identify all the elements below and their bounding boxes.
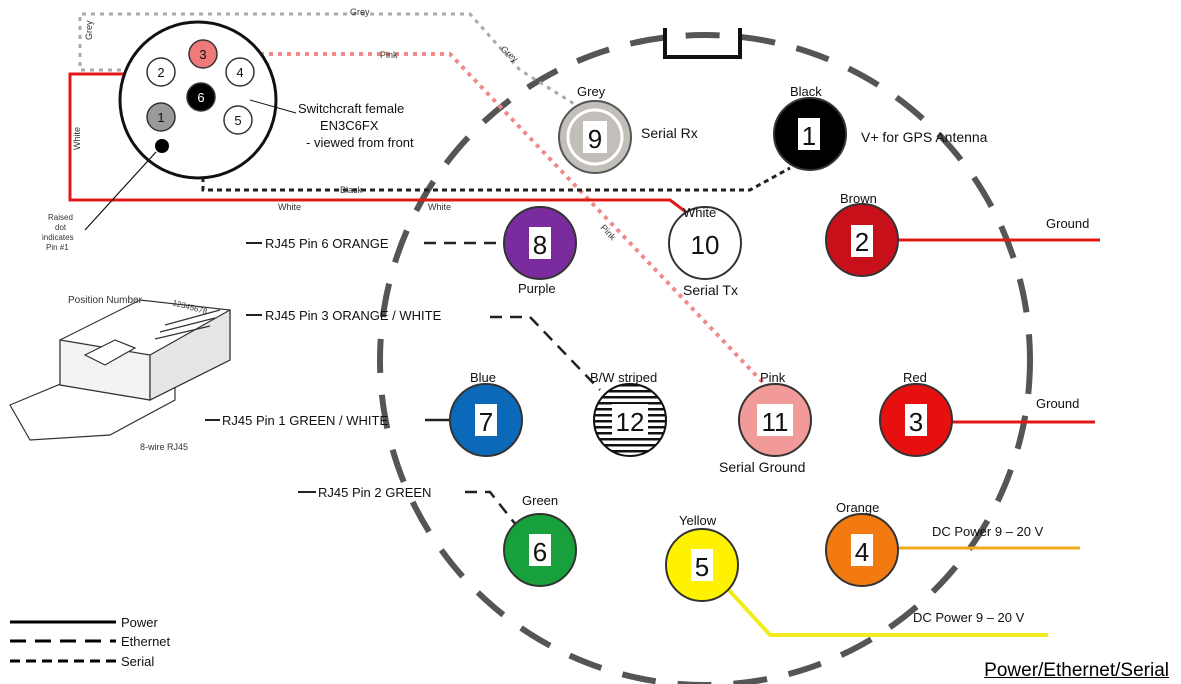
connector-outline bbox=[377, 32, 1033, 684]
connector-view: - viewed from front bbox=[306, 135, 414, 150]
connector-title: Switchcraft female bbox=[298, 101, 404, 116]
pin-9-color: Grey bbox=[577, 84, 606, 99]
pin-1-number: 1 bbox=[802, 121, 816, 151]
pin-4-number: 4 bbox=[855, 537, 869, 567]
eth-line-pin6 bbox=[465, 490, 521, 531]
pin-3-color: Red bbox=[903, 370, 927, 385]
pin-10-color: White bbox=[683, 205, 716, 220]
pin-6-number: 6 bbox=[533, 537, 547, 567]
footer-link[interactable]: Power/Ethernet/Serial bbox=[984, 660, 1169, 681]
pin-12-number: 12 bbox=[616, 407, 645, 437]
connector-pin-5-label: 5 bbox=[234, 113, 241, 128]
pin-2-number: 2 bbox=[855, 227, 869, 257]
note-line-2: dot bbox=[55, 223, 67, 232]
pin-9-function: Serial Rx bbox=[641, 125, 698, 141]
connector-pin-3-label: 3 bbox=[199, 47, 206, 62]
wire-label-grey-left: Grey bbox=[84, 20, 94, 40]
rj45-caption: 8-wire RJ45 bbox=[140, 442, 188, 452]
wire-label-pink-top: Pink bbox=[380, 50, 398, 60]
pin-9-ring bbox=[566, 108, 624, 166]
pin-12-color: B/W striped bbox=[590, 370, 657, 385]
pin-6-number-box bbox=[529, 534, 551, 566]
pin-1-function: V+ for GPS Antenna bbox=[861, 129, 988, 145]
wire-label-white-a: White bbox=[278, 202, 301, 212]
note-line-4: Pin #1 bbox=[46, 243, 69, 252]
connector-callout-line bbox=[249, 99, 297, 114]
pin-8-color: Purple bbox=[518, 281, 556, 296]
connector-pin-2-label: 2 bbox=[157, 65, 164, 80]
pin-1-number-box bbox=[798, 118, 820, 150]
note-line-3: indicates bbox=[42, 233, 74, 242]
pin-12-number-box bbox=[612, 404, 648, 436]
pin-3-number-box bbox=[905, 404, 927, 436]
pin-11-color: Pink bbox=[760, 370, 786, 385]
connector-pin-6-label: 6 bbox=[197, 90, 204, 105]
pin-10-number: 10 bbox=[691, 230, 720, 260]
wire-label-grey-diag: Grey bbox=[499, 44, 521, 65]
pin-5-number: 5 bbox=[695, 552, 709, 582]
rj45-pin6-label: RJ45 Pin 6 ORANGE bbox=[265, 236, 389, 251]
pin3-ground-label: Ground bbox=[1036, 396, 1079, 411]
rj45-position-label: Position Number bbox=[68, 295, 143, 306]
pin-7-color: Blue bbox=[470, 370, 496, 385]
pin5-power-label: DC Power 9 – 20 V bbox=[913, 610, 1025, 625]
connector-pin-1 bbox=[146, 102, 176, 132]
legend-power-label: Power bbox=[121, 615, 159, 630]
pin-10-circle bbox=[668, 206, 742, 280]
pin4-power-label: DC Power 9 – 20 V bbox=[932, 524, 1044, 539]
note-arrow bbox=[84, 151, 157, 231]
pin-4-number-box bbox=[851, 534, 873, 566]
wire-label-black: Black bbox=[340, 185, 363, 195]
pin-7-number: 7 bbox=[479, 407, 493, 437]
wire-label-white-b: White bbox=[428, 202, 451, 212]
pin-11-function: Serial Ground bbox=[719, 459, 805, 475]
raised-dot bbox=[155, 139, 169, 153]
connector-pin-4-label: 4 bbox=[236, 65, 243, 80]
connector-pin-4 bbox=[225, 57, 255, 87]
rj45-pin3-label: RJ45 Pin 3 ORANGE / WHITE bbox=[265, 308, 442, 323]
connector-pin-1-label: 1 bbox=[157, 110, 164, 125]
pin-8-number: 8 bbox=[533, 230, 547, 260]
rj45-pin1-label: RJ45 Pin 1 GREEN / WHITE bbox=[222, 413, 388, 428]
connector-pin-6 bbox=[186, 82, 216, 112]
wire-pink bbox=[215, 52, 772, 392]
rj45-plug-drawing bbox=[9, 299, 231, 441]
pin-9-number-box bbox=[583, 121, 607, 153]
wire-label-pink-diag: Pink bbox=[599, 223, 619, 243]
note-line-1: Raised bbox=[48, 213, 73, 222]
pin-1-color: Black bbox=[790, 84, 822, 99]
connector-model: EN3C6FX bbox=[320, 118, 379, 133]
eth-line-pin12 bbox=[490, 315, 601, 391]
pin-2-number-box bbox=[851, 225, 873, 257]
pin-11-number-box bbox=[757, 404, 793, 436]
wire-pin5-power bbox=[725, 586, 1048, 637]
pin-11-number: 11 bbox=[762, 407, 789, 437]
connector-pin-5 bbox=[223, 105, 253, 135]
rj45-pin2-label: RJ45 Pin 2 GREEN bbox=[318, 485, 431, 500]
legend-serial-label: Serial bbox=[121, 654, 154, 669]
pin-6-color: Green bbox=[522, 493, 558, 508]
pin-5-color: Yellow bbox=[679, 513, 717, 528]
pin-8-number-box bbox=[529, 227, 551, 259]
pin-2-color: Brown bbox=[840, 191, 877, 206]
pin-5-number-box bbox=[691, 549, 713, 581]
wire-white bbox=[68, 72, 691, 217]
pin-10-function: Serial Tx bbox=[683, 282, 738, 298]
wire-black bbox=[201, 105, 791, 192]
connector-pin-2 bbox=[146, 57, 176, 87]
pin-3-number: 3 bbox=[909, 407, 923, 437]
wire-label-white-left: White bbox=[72, 127, 82, 150]
connector-pin-3 bbox=[188, 39, 218, 69]
wire-label-grey-top: Grey bbox=[350, 7, 370, 17]
wire-grey bbox=[78, 12, 601, 122]
pin2-ground-label: Ground bbox=[1046, 216, 1089, 231]
pin-9-number: 9 bbox=[588, 124, 602, 154]
pin-7-number-box bbox=[475, 404, 497, 436]
pin-4-color: Orange bbox=[836, 500, 879, 515]
legend-ethernet-label: Ethernet bbox=[121, 634, 171, 649]
connector-key bbox=[663, 28, 742, 59]
